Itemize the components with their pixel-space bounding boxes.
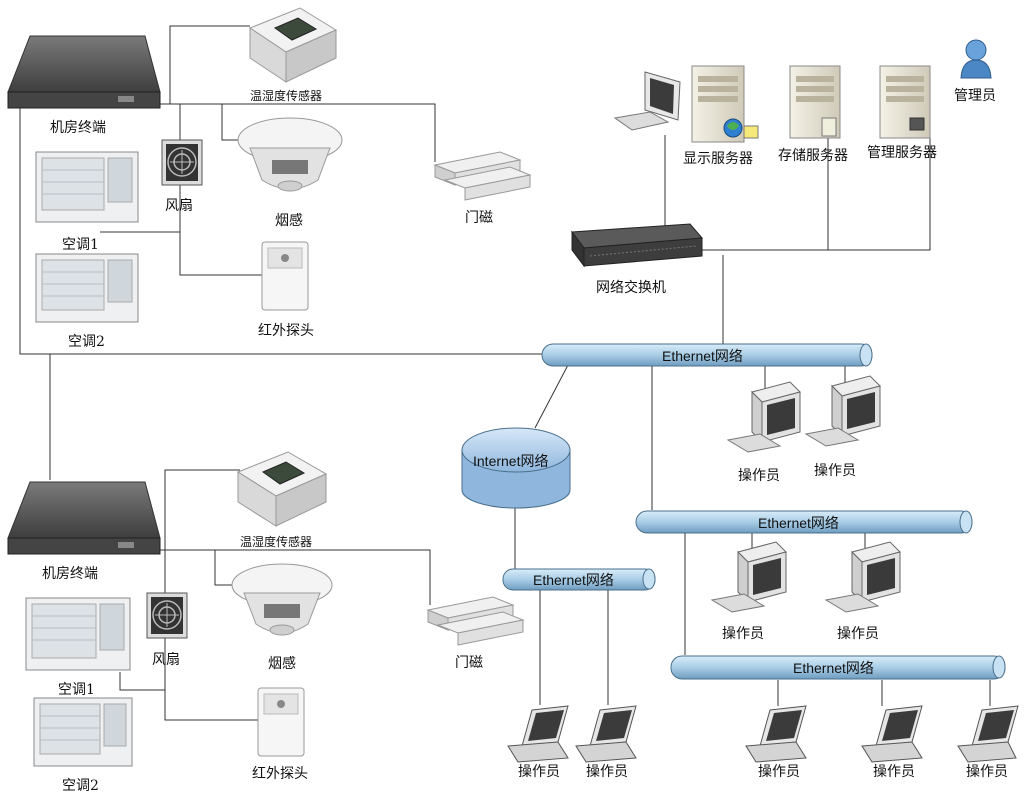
display-server-label: 显示服务器 bbox=[683, 151, 753, 167]
room2-ac2-label: 空调2 bbox=[62, 778, 99, 794]
storage-server-icon bbox=[789, 65, 841, 139]
operator-label: 操作员 bbox=[586, 764, 628, 780]
operator-desktop-4: 操作员 bbox=[824, 541, 901, 642]
operator-laptop-2: 操作员 bbox=[575, 705, 637, 780]
laptop-icon bbox=[861, 705, 923, 763]
switch-label: 网络交换机 bbox=[596, 279, 666, 296]
operator-laptop-4: 操作员 bbox=[861, 705, 923, 780]
monitor-icon bbox=[613, 71, 681, 131]
room2-ac1-icon bbox=[25, 597, 131, 671]
room1-ac1-label: 空调1 bbox=[62, 237, 99, 253]
room1-infrared-sensor-icon bbox=[261, 241, 309, 311]
room1-ac2-icon bbox=[35, 253, 139, 323]
internet-cloud-icon bbox=[461, 427, 571, 509]
operator-label: 操作员 bbox=[837, 626, 879, 642]
room2-smoke-label: 烟感 bbox=[268, 655, 296, 672]
storage-server-label: 存储服务器 bbox=[778, 148, 848, 164]
ethernet-bus-bottom bbox=[670, 655, 1006, 680]
room1-infrared-label: 红外探头 bbox=[258, 323, 314, 339]
room2-infrared-sensor-icon bbox=[257, 687, 305, 757]
room2-ac2-icon bbox=[33, 697, 133, 767]
room1-terminal-icon bbox=[7, 35, 161, 109]
operator-label: 操作员 bbox=[518, 764, 560, 780]
ethernet-bus-middle bbox=[635, 510, 973, 534]
desktop-pc-icon bbox=[804, 375, 881, 447]
room2-smoke-detector-icon bbox=[231, 563, 333, 636]
laptop-icon bbox=[957, 705, 1019, 763]
room2-terminal-icon bbox=[7, 481, 161, 555]
operator-label: 操作员 bbox=[722, 626, 764, 642]
ethernet-bus-left-label: Ethernet网络 bbox=[533, 572, 614, 588]
room1-smoke-label: 烟感 bbox=[275, 212, 303, 229]
operator-label: 操作员 bbox=[873, 764, 915, 780]
room1-ac1-icon bbox=[35, 151, 139, 223]
internet-label: Internet网络 bbox=[473, 453, 548, 469]
room1-fan-label: 风扇 bbox=[165, 198, 193, 214]
admin-user-icon bbox=[960, 39, 992, 79]
room1-humidity-sensor-icon bbox=[248, 7, 338, 83]
room2-infrared-label: 红外探头 bbox=[252, 766, 308, 782]
operator-desktop-3: 操作员 bbox=[710, 541, 787, 642]
ethernet-bus-bottom-label: Ethernet网络 bbox=[793, 660, 874, 676]
operator-laptop-5: 操作员 bbox=[957, 705, 1019, 780]
room2-ac1-label: 空调1 bbox=[58, 682, 95, 698]
ethernet-bus-left bbox=[502, 568, 656, 591]
room1-smoke-detector-icon bbox=[237, 117, 343, 192]
room1-sensor-label: 温湿度传感器 bbox=[250, 88, 322, 103]
network-switch-icon bbox=[571, 223, 704, 268]
room2-humidity-sensor-icon bbox=[236, 451, 328, 527]
room1-ac2-label: 空调2 bbox=[68, 334, 105, 350]
operator-label: 操作员 bbox=[738, 468, 780, 484]
laptop-icon bbox=[575, 705, 637, 763]
desktop-pc-icon bbox=[710, 541, 787, 613]
room2-sensor-label: 温湿度传感器 bbox=[240, 534, 312, 549]
ethernet-bus-main-label: Ethernet网络 bbox=[662, 348, 743, 364]
laptop-icon bbox=[507, 705, 569, 763]
ethernet-bus-middle-label: Ethernet网络 bbox=[758, 515, 839, 531]
room1-door-label: 门磁 bbox=[465, 210, 493, 226]
admin-label: 管理员 bbox=[954, 88, 996, 104]
room2-terminal-label: 机房终端 bbox=[42, 566, 98, 582]
operator-desktop-1: 操作员 bbox=[726, 381, 801, 484]
operator-label: 操作员 bbox=[966, 764, 1008, 780]
room2-fan-icon bbox=[146, 592, 188, 639]
operator-desktop-2: 操作员 bbox=[804, 375, 881, 479]
room2-door-label: 门磁 bbox=[455, 655, 483, 671]
laptop-icon bbox=[745, 705, 807, 763]
room1-fan-icon bbox=[161, 139, 203, 186]
room1-door-sensor-icon bbox=[433, 151, 532, 201]
operator-laptop-3: 操作员 bbox=[745, 705, 807, 780]
operator-laptop-1: 操作员 bbox=[507, 705, 569, 780]
management-server-label: 管理服务器 bbox=[867, 145, 937, 161]
management-server-icon bbox=[879, 65, 931, 139]
display-server-icon bbox=[691, 65, 759, 143]
desktop-pc-icon bbox=[824, 541, 901, 613]
ethernet-bus-main bbox=[541, 343, 873, 367]
operator-label: 操作员 bbox=[758, 764, 800, 780]
network-wires bbox=[514, 130, 991, 706]
desktop-pc-icon bbox=[726, 381, 801, 453]
room2-fan-label: 风扇 bbox=[152, 652, 180, 668]
room2-door-sensor-icon bbox=[426, 596, 525, 646]
operator-label: 操作员 bbox=[814, 463, 856, 479]
room1-terminal-label: 机房终端 bbox=[50, 120, 106, 136]
